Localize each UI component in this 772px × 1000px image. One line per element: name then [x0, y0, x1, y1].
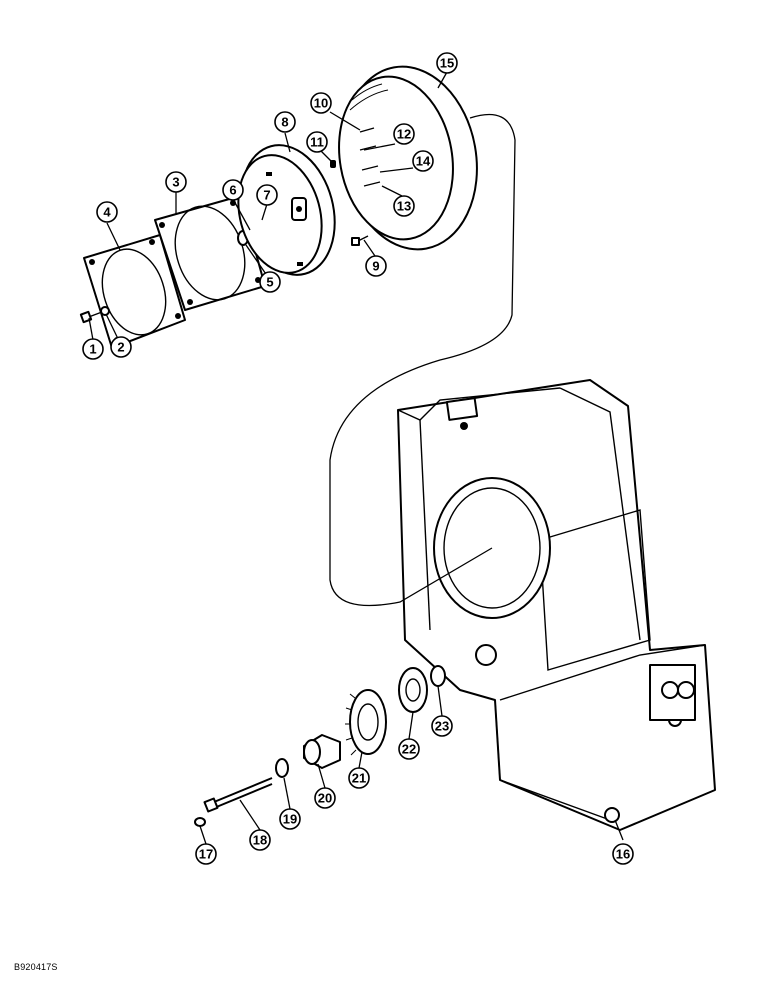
callout-19: 19: [279, 808, 301, 830]
callout-15: 15: [436, 52, 458, 74]
svg-text:16: 16: [616, 847, 630, 862]
svg-text:3: 3: [172, 175, 179, 190]
svg-text:13: 13: [397, 199, 411, 214]
bolt-18: [203, 777, 273, 813]
svg-text:1: 1: [89, 342, 96, 357]
housing-8: [237, 144, 336, 276]
assembly-path: [329, 113, 516, 607]
washer-2: [100, 306, 110, 316]
callout-17: 17: [195, 843, 217, 865]
callout-12: 12: [393, 123, 415, 145]
callout-14: 14: [412, 150, 434, 172]
callout-10: 10: [310, 92, 332, 114]
callout-20: 20: [314, 787, 336, 809]
capscrew-1: [79, 310, 103, 324]
hub-20: [303, 734, 341, 769]
svg-text:12: 12: [397, 127, 411, 142]
svg-text:14: 14: [416, 154, 431, 169]
callout-11: 11: [306, 131, 328, 153]
callout-13: 13: [393, 195, 415, 217]
callout-2: 2: [110, 336, 132, 358]
gear-22: [398, 667, 428, 713]
svg-text:10: 10: [314, 96, 328, 111]
svg-text:18: 18: [253, 833, 267, 848]
svg-text:15: 15: [440, 56, 454, 71]
callout-23: 23: [431, 715, 453, 737]
svg-text:11: 11: [310, 135, 324, 150]
callout-16: 16: [612, 843, 634, 865]
callout-5: 5: [259, 271, 281, 293]
callout-4: 4: [96, 201, 118, 223]
callout-22: 22: [398, 738, 420, 760]
svg-text:7: 7: [263, 188, 270, 203]
svg-text:2: 2: [117, 340, 124, 355]
flywheel-housing-15: [338, 65, 478, 251]
svg-text:4: 4: [103, 205, 111, 220]
svg-text:5: 5: [266, 275, 273, 290]
capscrew-9: [351, 235, 369, 246]
callout-1: 1: [82, 338, 104, 360]
svg-text:21: 21: [352, 771, 366, 786]
svg-text:6: 6: [229, 183, 236, 198]
callout-21: 21: [348, 767, 370, 789]
callout-9: 9: [365, 255, 387, 277]
washer-17: [194, 817, 206, 827]
figure-code: B920417S: [14, 962, 58, 972]
callout-8: 8: [274, 111, 296, 133]
svg-text:8: 8: [281, 115, 288, 130]
svg-text:22: 22: [402, 742, 416, 757]
svg-text:20: 20: [318, 791, 332, 806]
leader-lines: [88, 71, 624, 845]
callout-6: 6: [222, 179, 244, 201]
transmission-case-16: [397, 379, 716, 831]
svg-text:23: 23: [435, 719, 449, 734]
o-ring-19: [275, 758, 289, 778]
svg-text:19: 19: [283, 812, 297, 827]
svg-text:17: 17: [199, 847, 213, 862]
callout-7: 7: [256, 184, 278, 206]
callout-18: 18: [249, 829, 271, 851]
svg-text:9: 9: [372, 259, 379, 274]
thrust-washer-23: [430, 665, 446, 687]
gear-21: [345, 689, 387, 756]
callout-3: 3: [165, 171, 187, 193]
